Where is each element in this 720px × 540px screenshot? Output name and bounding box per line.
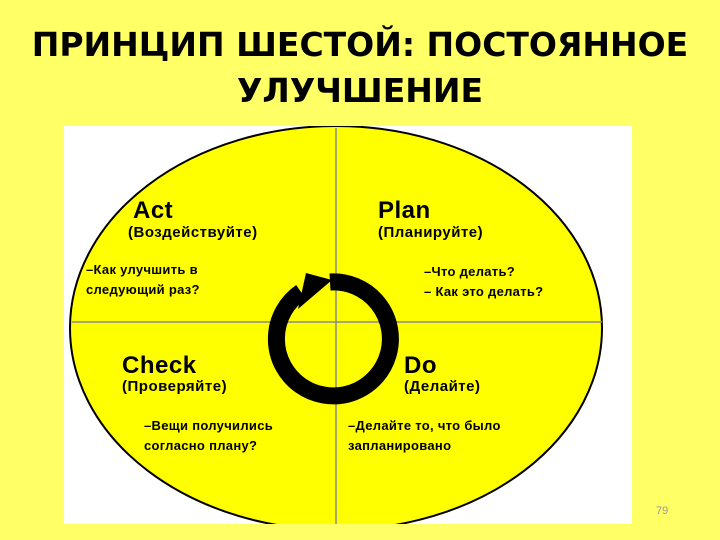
plan-note-line-1: –Что делать? [424, 264, 515, 279]
plan-subtitle: (Планируйте) [378, 224, 484, 241]
act-subtitle: (Воздействуйте) [128, 224, 258, 241]
do-note-line-2: запланировано [348, 438, 452, 453]
pdca-diagram: Act (Воздействуйте) –Как улучшить в след… [64, 126, 632, 524]
slide-title: ПРИНЦИП ШЕСТОЙ: ПОСТОЯННОЕ УЛУЧШЕНИЕ [0, 22, 720, 114]
check-note-line-2: согласно плану? [144, 438, 258, 453]
page-number: 79 [656, 505, 669, 517]
act-note-line-2: следующий раз? [86, 282, 200, 297]
plan-title: Plan [378, 197, 431, 224]
cycle-arrow-icon [267, 273, 399, 405]
act-note-line-1: –Как улучшить в [86, 262, 198, 277]
do-title: Do [404, 352, 437, 379]
pdca-cycle-graphic [69, 126, 603, 524]
check-subtitle: (Проверяйте) [122, 378, 228, 395]
slide-title-line-2: УЛУЧШЕНИЕ [236, 71, 484, 110]
plan-note-line-2: – Как это делать? [424, 284, 544, 299]
do-note: –Делайте то, что было запланировано [348, 416, 501, 456]
do-note-line-1: –Делайте то, что было [348, 418, 501, 433]
act-title: Act [133, 197, 174, 224]
slide-title-line-1: ПРИНЦИП ШЕСТОЙ: ПОСТОЯННОЕ [31, 25, 689, 64]
plan-note: –Что делать? – Как это делать? [424, 262, 543, 302]
check-note: –Вещи получились согласно плану? [144, 416, 273, 456]
act-note: –Как улучшить в следующий раз? [86, 260, 200, 300]
check-title: Check [122, 352, 197, 379]
do-subtitle: (Делайте) [404, 378, 481, 395]
check-note-line-1: –Вещи получились [144, 418, 274, 433]
